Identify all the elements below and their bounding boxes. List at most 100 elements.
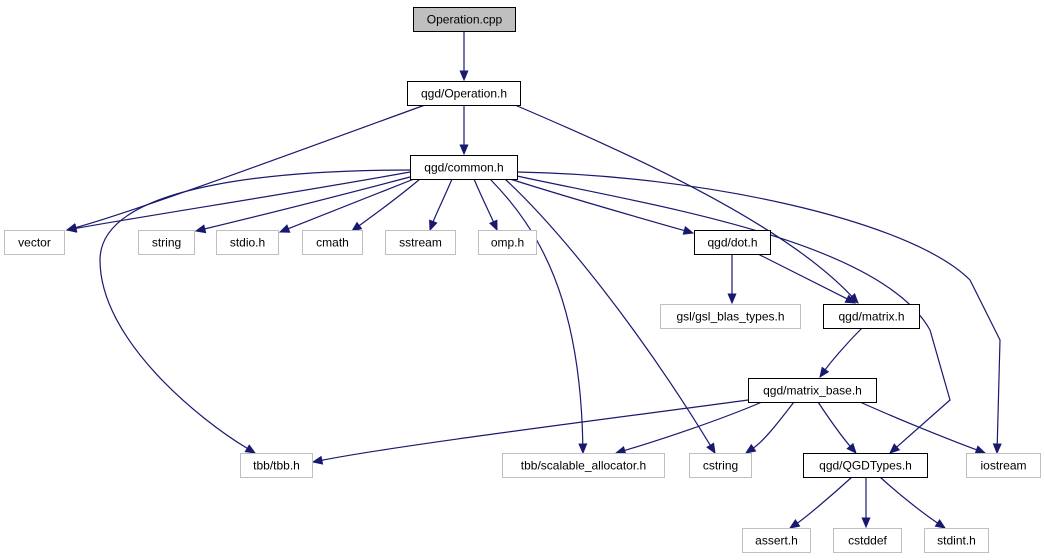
node-box <box>833 528 902 553</box>
node-stdint-h: stdint.h <box>924 528 989 553</box>
node-label: sstream <box>399 236 442 250</box>
edge-common_h-to-scalable_alloc <box>489 178 588 455</box>
edge-line <box>432 178 453 222</box>
node-label: stdio.h <box>230 236 265 250</box>
node-cstddef: cstddef <box>833 528 902 553</box>
node-iostream: iostream <box>966 453 1041 478</box>
arrowhead <box>861 517 871 529</box>
edge-matrix_base_h-to-qgdtypes_h <box>817 401 857 454</box>
node-box <box>407 81 521 106</box>
node-label: vector <box>18 236 51 250</box>
edge-matrix_base_h-to-cstring <box>744 401 795 454</box>
arrowhead <box>727 293 737 305</box>
node-operation-h[interactable]: qgd/Operation.h <box>407 81 521 106</box>
node-box <box>240 453 313 478</box>
edge-common_h-to-cstring <box>504 178 716 455</box>
node-label: gsl/gsl_blas_types.h <box>676 310 784 324</box>
node-label: tbb/tbb.h <box>253 459 300 473</box>
arrowhead <box>788 518 801 529</box>
edge-matrix_base_h-to-iostream <box>859 401 987 454</box>
node-box <box>302 230 363 255</box>
edge-common_h-to-iostream <box>516 171 1002 455</box>
nodes-layer: Operation.cpp qgd/Operation.h qgd/common.h… <box>4 7 1041 553</box>
node-box <box>502 453 665 478</box>
node-box <box>748 378 877 403</box>
edge-line <box>473 178 494 222</box>
edge-line <box>75 104 426 229</box>
node-box <box>694 230 771 255</box>
node-cmath: cmath <box>302 230 363 255</box>
edge-line <box>75 171 411 229</box>
edge-line <box>99 169 411 449</box>
node-box <box>410 155 518 180</box>
edge-operation_h-to-common_h <box>459 105 469 156</box>
node-qgdtypes-h[interactable]: qgd/QGDTypes.h <box>803 453 928 478</box>
node-label: qgd/dot.h <box>707 236 757 250</box>
node-sstream: sstream <box>385 230 456 255</box>
node-label: stdint.h <box>937 534 976 548</box>
arrowhead <box>974 445 987 454</box>
edge-operation_h-to-matrix_h <box>514 104 859 304</box>
edge-dot_h-to-gsl_blas <box>727 254 737 305</box>
arrowhead <box>244 444 257 454</box>
edge-line <box>859 401 977 451</box>
edge-common_h-to-vector <box>65 171 411 233</box>
edge-line <box>797 476 853 524</box>
node-box <box>966 453 1041 478</box>
arrowhead <box>682 226 695 235</box>
node-box <box>689 453 752 478</box>
arrowhead <box>846 442 857 454</box>
edge-line <box>321 399 749 461</box>
arrowhead <box>934 518 947 529</box>
arrowhead <box>278 224 291 233</box>
edge-line <box>358 178 421 227</box>
node-label: omp.h <box>491 236 524 250</box>
node-matrix-h[interactable]: qgd/matrix.h <box>823 304 920 329</box>
node-label: cstring <box>703 459 738 473</box>
arrowhead <box>194 224 207 234</box>
node-operation-cpp[interactable]: Operation.cpp <box>413 7 516 32</box>
edge-line <box>753 401 795 449</box>
node-common-h[interactable]: qgd/common.h <box>410 155 518 180</box>
node-box <box>924 528 989 553</box>
node-label: qgd/matrix_base.h <box>763 384 862 398</box>
node-string: string <box>138 230 195 255</box>
node-vector: vector <box>4 230 65 255</box>
edge-line <box>489 178 584 445</box>
arrowhead <box>311 455 324 465</box>
node-label: qgd/Operation.h <box>421 87 507 101</box>
edge-common_h-to-stdio_h <box>278 178 415 233</box>
edge-common_h-to-dot_h <box>509 178 695 235</box>
edge-operation_cpp-to-operation_h <box>459 31 469 82</box>
edge-line <box>509 178 685 232</box>
node-assert-h: assert.h <box>742 528 811 553</box>
node-dot-h[interactable]: qgd/dot.h <box>694 230 771 255</box>
node-matrix-base-h[interactable]: qgd/matrix_base.h <box>748 378 877 403</box>
node-box <box>216 230 279 255</box>
node-label: cmath <box>316 236 349 250</box>
node-label: Operation.cpp <box>427 13 503 27</box>
edge-line <box>817 401 851 447</box>
edge-line <box>824 327 863 371</box>
edge-common_h-to-sstream <box>429 178 453 232</box>
edge-operation_h-to-vector <box>65 104 426 232</box>
node-label: cstddef <box>848 534 887 548</box>
edge-matrix_h-to-matrix_base_h <box>819 327 863 379</box>
arrowhead <box>819 366 830 379</box>
node-gsl-blas: gsl/gsl_blas_types.h <box>660 304 801 329</box>
node-label: qgd/common.h <box>424 161 503 175</box>
node-label: string <box>152 236 181 250</box>
node-omp-h: omp.h <box>478 230 537 255</box>
arrowhead <box>489 219 498 232</box>
node-label: assert.h <box>755 534 798 548</box>
edge-qgdtypes_h-to-cstddef <box>861 477 871 529</box>
edge-line <box>204 176 411 230</box>
edge-line <box>514 104 853 297</box>
node-scalable-alloc: tbb/scalable_allocator.h <box>502 453 665 478</box>
edge-common_h-to-cmath <box>350 178 421 232</box>
arrowhead <box>459 144 469 156</box>
edge-common_h-to-string <box>194 176 411 234</box>
edge-matrix_base_h-to-tbb_h <box>311 399 749 465</box>
edge-common_h-to-omp_h <box>473 178 498 232</box>
